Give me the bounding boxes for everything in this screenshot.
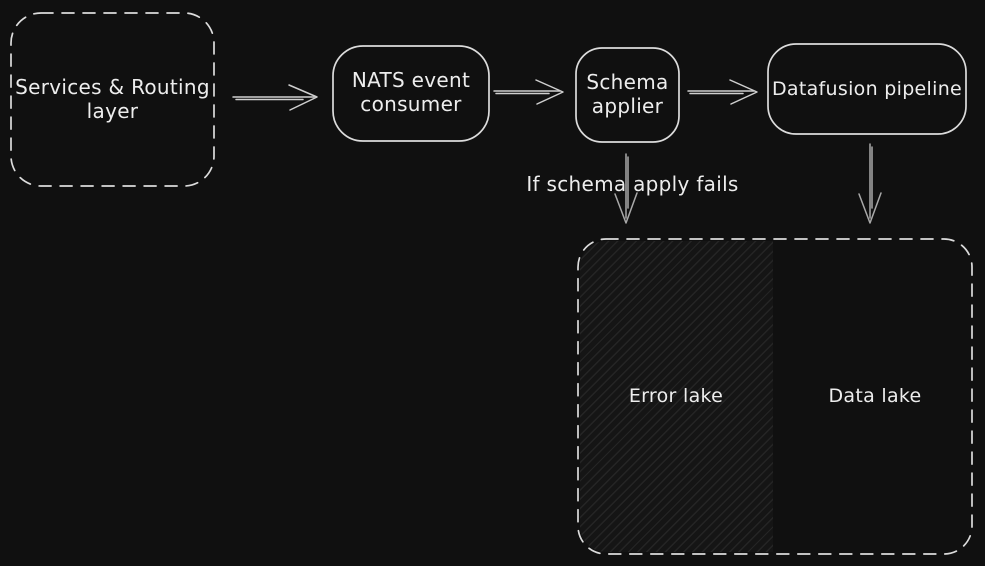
edge-nats-to-schema xyxy=(493,79,564,105)
edge-schema-to-datafusion xyxy=(687,79,758,105)
node-nats-consumer-label: NATS event consumer xyxy=(351,67,471,116)
node-datafusion-pipeline-label: Datafusion pipeline xyxy=(771,77,963,100)
node-services-routing-label: Services & Routing layer xyxy=(15,74,210,123)
edge-services-to-nats xyxy=(232,84,318,111)
edge-fail-annotation: If schema apply fails xyxy=(526,172,739,197)
edge-datafusion-to-data-lake xyxy=(858,143,882,224)
node-error-lake-label: Error lake xyxy=(628,385,724,408)
node-schema-applier-label: Schema applier xyxy=(586,70,669,118)
node-data-lake-label: Data lake xyxy=(828,385,922,408)
